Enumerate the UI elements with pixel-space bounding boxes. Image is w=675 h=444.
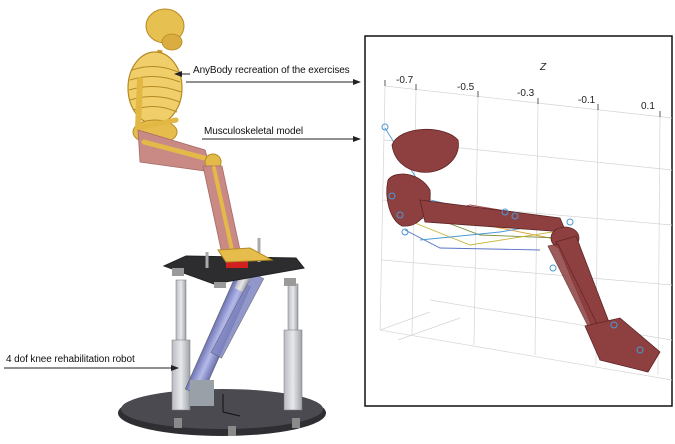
label-musculoskeletal-model: Musculoskeletal model	[204, 126, 303, 137]
robot-foot	[228, 426, 236, 436]
plot-tick-label: -0.5	[457, 82, 475, 93]
robot-joint	[284, 278, 296, 286]
rehabilitation-robot	[118, 238, 326, 436]
label-anybody-recreation: AnyBody recreation of the exercises	[193, 65, 350, 76]
foot	[218, 248, 272, 262]
robot-actuator-housing-right	[284, 330, 302, 410]
robot-actuator-housing-left	[172, 340, 190, 410]
plot-tick-label: -0.1	[578, 95, 596, 106]
robot-joint	[214, 282, 226, 288]
plot-axis-name: Z	[539, 62, 547, 73]
robot-foot	[174, 418, 182, 428]
plot-tick-label: -0.7	[396, 75, 414, 86]
robot-center-block	[190, 380, 214, 406]
plot-tick-label: -0.3	[517, 88, 535, 99]
robot-foot	[292, 418, 300, 428]
plot-tick-label: 0.1	[641, 101, 655, 112]
robot-joint	[172, 268, 184, 276]
jaw	[162, 34, 182, 50]
label-knee-robot: 4 dof knee rehabilitation robot	[6, 354, 135, 365]
musculoskeletal-plot-panel: Z -0.7 -0.5 -0.3 -0.1 0.1	[365, 36, 672, 406]
humerus	[138, 80, 140, 128]
